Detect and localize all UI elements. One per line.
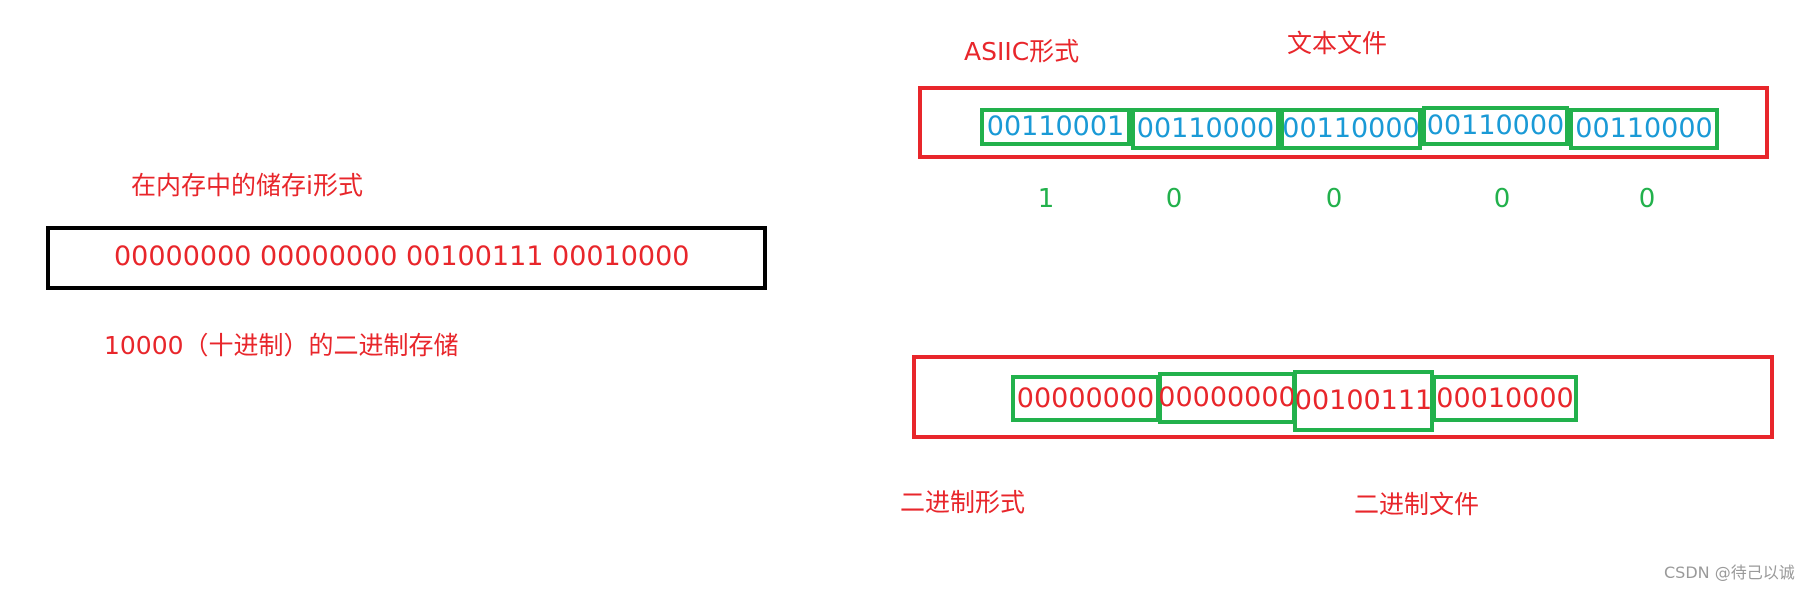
ascii-digit: 0 bbox=[1325, 184, 1343, 214]
binary-cell: 00010000 bbox=[1432, 375, 1578, 422]
ascii-digit: 1 bbox=[1037, 184, 1055, 214]
binary-form-label: 二进制形式 bbox=[900, 488, 1026, 517]
csdn-watermark: CSDN @待己以诚 bbox=[1664, 563, 1795, 582]
binary-file-label: 二进制文件 bbox=[1354, 490, 1480, 519]
binary-file-box bbox=[912, 355, 1774, 439]
text-file-label: 文本文件 bbox=[1287, 29, 1388, 58]
ascii-cell: 00110000 bbox=[1569, 108, 1719, 150]
memory-box: 00000000 00000000 00100111 00010000 bbox=[46, 226, 767, 290]
asiic-form-label: ASIIC形式 bbox=[964, 37, 1080, 66]
binary-cell: 00100111 bbox=[1293, 370, 1434, 432]
ascii-digit: 0 bbox=[1638, 184, 1656, 214]
ascii-cell: 00110001 bbox=[980, 108, 1131, 146]
ascii-digit: 0 bbox=[1165, 184, 1183, 214]
ascii-cell: 00110000 bbox=[1422, 106, 1569, 146]
binary-cell: 00000000 bbox=[1011, 375, 1160, 422]
ascii-cell: 00110000 bbox=[1131, 108, 1280, 150]
ascii-digit: 0 bbox=[1493, 184, 1511, 214]
memory-storage-label: 在内存中的储存i形式 bbox=[131, 171, 363, 200]
binary-cell: 00000000 bbox=[1158, 372, 1296, 424]
ascii-cell: 00110000 bbox=[1280, 108, 1422, 150]
ascii-text-file-box bbox=[918, 86, 1769, 159]
decimal-binary-caption: 10000（十进制）的二进制存储 bbox=[104, 331, 459, 360]
memory-value: 00000000 00000000 00100111 00010000 bbox=[114, 241, 690, 272]
